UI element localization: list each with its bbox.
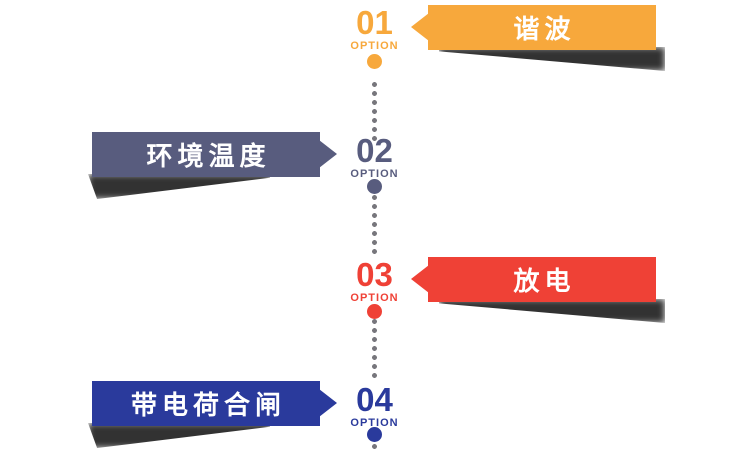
step-2-number-block: 02 OPTION: [337, 134, 412, 180]
step-3-option-label: OPTION: [350, 292, 399, 304]
step-4-number: 04: [356, 381, 393, 418]
step-4-dot: [367, 427, 382, 442]
arrow-left-icon: [411, 265, 429, 293]
step-4-option-label: OPTION: [350, 417, 399, 429]
dotted-connector: [372, 319, 377, 382]
arrow-right-icon: [319, 389, 337, 417]
step-2-banner: 环境温度: [88, 132, 337, 199]
step-4-banner: 带电荷合闸: [88, 381, 337, 448]
step-3-title: 放电: [513, 266, 576, 296]
step-1-title: 谐波: [513, 14, 576, 44]
step-1-option-label: OPTION: [350, 40, 399, 52]
banner-shadow: [88, 423, 270, 448]
step-3-banner: 放电: [411, 257, 665, 323]
step-2-dot: [367, 179, 382, 194]
step-1-dot: [367, 54, 382, 69]
step-3-number: 03: [356, 256, 393, 293]
step-4-banner-body: 带电荷合闸: [92, 381, 320, 426]
arrow-right-icon: [319, 140, 337, 168]
step-1-number-block: 01 OPTION: [337, 6, 412, 52]
step-2-banner-body: 环境温度: [92, 132, 320, 177]
banner-shadow: [439, 299, 665, 323]
banner-shadow: [439, 47, 665, 71]
step-3-banner-body: 放电: [428, 257, 656, 302]
dotted-connector: [372, 195, 377, 258]
step-3-dot: [367, 304, 382, 319]
banner-shadow: [88, 174, 270, 199]
step-1-number: 01: [356, 4, 393, 41]
step-2-number: 02: [356, 132, 393, 169]
step-2-option-label: OPTION: [350, 168, 399, 180]
step-4-title: 带电荷合闸: [130, 390, 286, 420]
step-2-title: 环境温度: [146, 141, 271, 171]
arrow-left-icon: [411, 13, 429, 41]
dotted-connector: [372, 82, 377, 145]
step-1-banner-body: 谐波: [428, 5, 656, 50]
step-4-number-block: 04 OPTION: [337, 383, 412, 429]
dotted-connector: [372, 444, 377, 450]
step-3-number-block: 03 OPTION: [337, 258, 412, 304]
step-1-banner: 谐波: [411, 5, 665, 71]
